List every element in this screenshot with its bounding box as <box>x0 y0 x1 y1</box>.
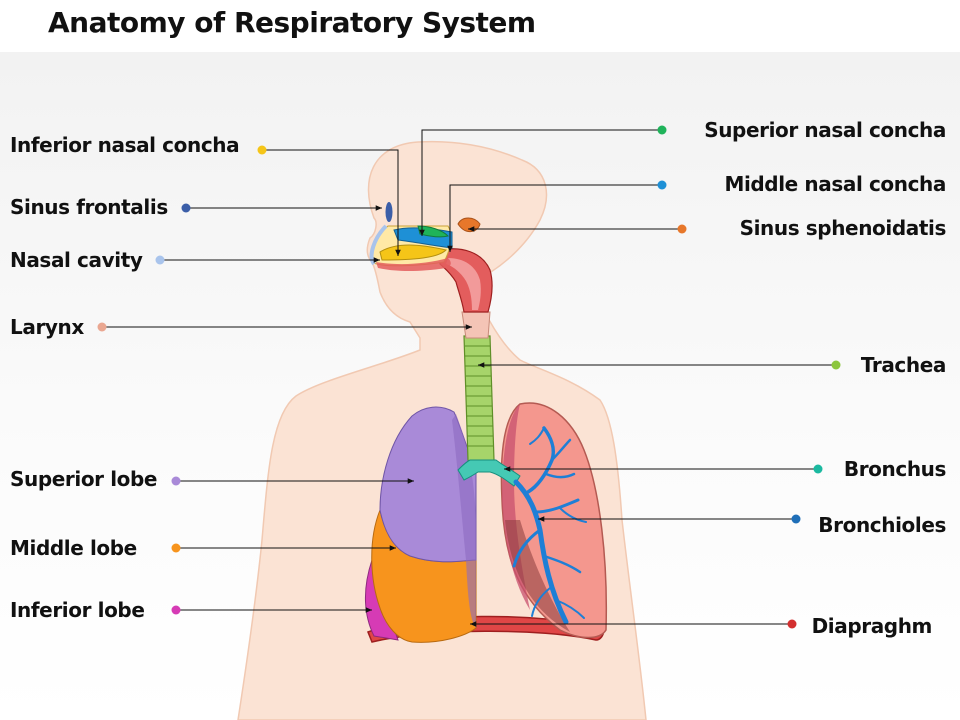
dot-trachea <box>831 360 841 370</box>
pharynx-inner <box>446 258 481 310</box>
nasal-floor <box>376 258 451 271</box>
bronchioles-tree <box>512 426 587 625</box>
dot-superior-lobe <box>171 476 181 486</box>
label-superior-nasal-concha: Superior nasal concha <box>704 118 946 142</box>
label-trachea: Trachea <box>860 353 947 377</box>
leader-middle-nasal-concha <box>447 184 660 252</box>
larynx-shape <box>461 311 491 339</box>
right-lung-medial <box>502 404 530 610</box>
label-inferior-nasal-concha: Inferior nasal concha <box>10 133 240 157</box>
dot-bronchus <box>813 464 823 474</box>
trachea-rings <box>465 345 493 447</box>
label-superior-lobe: Superior lobe <box>10 467 158 491</box>
superior-nasal-concha-shape <box>417 225 449 238</box>
dot-bronchioles <box>791 514 801 524</box>
label-middle-lobe: Middle lobe <box>10 536 137 560</box>
dot-inferior-lobe <box>171 605 181 615</box>
sinus-frontalis-shape <box>385 202 393 222</box>
label-middle-nasal-concha: Middle nasal concha <box>724 172 946 196</box>
dot-superior-nasal-concha <box>657 125 667 135</box>
dot-nasal-cavity <box>155 255 165 265</box>
label-bronchus: Bronchus <box>843 457 947 481</box>
superior-lobe-shape <box>379 406 477 563</box>
label-dots <box>97 125 841 629</box>
dot-middle-lobe <box>171 543 181 553</box>
label-diapraghm: Diapraghm <box>811 614 933 638</box>
label-larynx: Larynx <box>10 315 84 339</box>
dot-middle-nasal-concha <box>657 180 667 190</box>
label-sinus-sphenoidatis: Sinus sphenoidatis <box>739 216 947 240</box>
nasal-cavity-outline <box>369 224 388 266</box>
leader-superior-nasal-concha <box>419 129 660 236</box>
dot-inferior-nasal-concha <box>257 145 267 155</box>
label-bronchioles: Bronchioles <box>818 513 946 537</box>
label-inferior-lobe: Inferior lobe <box>10 598 145 622</box>
dot-sinus-sphenoidatis <box>677 224 687 234</box>
leader-lines <box>104 129 834 627</box>
dot-sinus-frontalis <box>181 203 191 213</box>
page-title: Anatomy of Respiratory System <box>48 6 536 39</box>
dot-diapraghm <box>787 619 797 629</box>
leader-inferior-nasal-concha <box>264 149 401 256</box>
sinus-sphenoidatis-shape <box>457 217 481 232</box>
inferior-nasal-concha-shape <box>379 244 447 261</box>
dot-larynx <box>97 322 107 332</box>
label-nasal-cavity: Nasal cavity <box>10 248 143 272</box>
label-sinus-frontalis: Sinus frontalis <box>10 195 168 219</box>
